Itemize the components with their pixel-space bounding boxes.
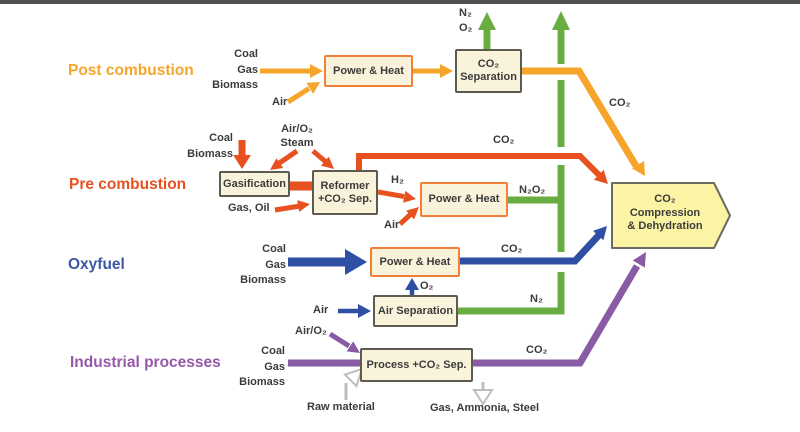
pre-steam-label: Steam [280, 137, 314, 149]
reformer-box: Reformer+CO₂ Sep. [312, 170, 378, 215]
co2-compression-box-shape [611, 182, 731, 249]
reformer-line1: Reformer [320, 179, 370, 192]
industrial-air-o2-label: Air/O₂ [295, 325, 327, 337]
top-border-bar [0, 0, 800, 4]
oxyfuel-fuel-biomass: Biomass [240, 274, 286, 286]
industrial-fuel-biomass: Biomass [239, 376, 285, 388]
oxyfuel-row-label: Oxyfuel [68, 256, 125, 273]
pre-air-label: Air [384, 219, 400, 231]
industrial-co2-stream-label: CO₂ [526, 344, 548, 356]
pre-n2o2-label: N₂O₂ [519, 184, 546, 196]
industrial-processes-row-label: Industrial processes [70, 354, 221, 371]
oxyfuel-power-heat-box: Power & Heat [370, 247, 460, 277]
oxyfuel-fuel-gas: Gas [265, 258, 286, 271]
compression-line3: & Dehydration [627, 220, 703, 232]
pre-co2-stream-label: CO₂ [493, 134, 515, 146]
post-flow-arrows [260, 64, 645, 176]
post-vent-n2-label: N₂ [459, 7, 472, 19]
pre-oxidant-stack: Air/O₂ Steam [268, 122, 326, 150]
process-co2-sep-box: Process +CO₂ Sep. [360, 348, 473, 382]
products-label: Gas, Ammonia, Steel [430, 402, 540, 414]
oxyfuel-o2-label: O₂ [420, 280, 434, 292]
oxyfuel-fuel-stack: Coal Gas Biomass [216, 242, 286, 289]
co2-separation-line2: Separation [460, 71, 517, 83]
post-power-heat-box: Power & Heat [324, 55, 413, 87]
oxyfuel-flow-arrows [288, 226, 607, 318]
pre-power-heat-box: Power & Heat [420, 182, 508, 217]
pre-fuel-coal: Coal [209, 132, 233, 144]
air-separation-box: Air Separation [373, 295, 458, 327]
pre-fuel-biomass: Biomass [187, 148, 233, 160]
oxyfuel-air-label: Air [313, 304, 329, 316]
co2-compression-box: CO₂ Compression & Dehydration [614, 193, 716, 234]
pre-h2-label: H₂ [391, 174, 404, 186]
pre-combustion-row-label: Pre combustion [69, 176, 187, 193]
industrial-fuel-coal: Coal [261, 345, 285, 357]
vent-stream-lines [458, 11, 570, 315]
oxyfuel-n2-label: N₂ [530, 293, 543, 305]
co2-separation-line1: CO₂ [477, 58, 500, 70]
reformer-line2: +CO₂ Sep. [317, 192, 373, 205]
pre-fuel-stack: Coal Biomass [163, 130, 233, 162]
gasification-box: Gasification [219, 171, 290, 197]
pre-gas-oil-label: Gas, Oil [228, 202, 270, 214]
compression-line1: CO₂ [654, 193, 676, 205]
post-air-label: Air [272, 96, 288, 108]
pre-air-o2-label: Air/O₂ [281, 123, 313, 135]
post-fuel-stack: Coal Gas Biomass [188, 47, 258, 94]
compression-line2: Compression [629, 206, 701, 219]
material-arrows [343, 367, 494, 406]
post-fuel-gas: Gas [237, 63, 258, 76]
post-co2-stream-label: CO₂ [609, 97, 631, 109]
post-combustion-row-label: Post combustion [68, 62, 194, 79]
post-fuel-biomass: Biomass [212, 79, 258, 91]
post-vent-o2-label: O₂ [459, 22, 473, 34]
oxyfuel-fuel-coal: Coal [262, 243, 286, 255]
industrial-fuel-stack: Coal Gas Biomass [215, 344, 285, 391]
industrial-fuel-gas: Gas [264, 360, 285, 373]
post-vent-stack: N₂ O₂ [459, 6, 472, 36]
post-fuel-coal: Coal [234, 48, 258, 60]
raw-material-label: Raw material [307, 401, 375, 413]
oxyfuel-co2-stream-label: CO₂ [501, 243, 523, 255]
pre-flow-arrows [233, 140, 608, 226]
